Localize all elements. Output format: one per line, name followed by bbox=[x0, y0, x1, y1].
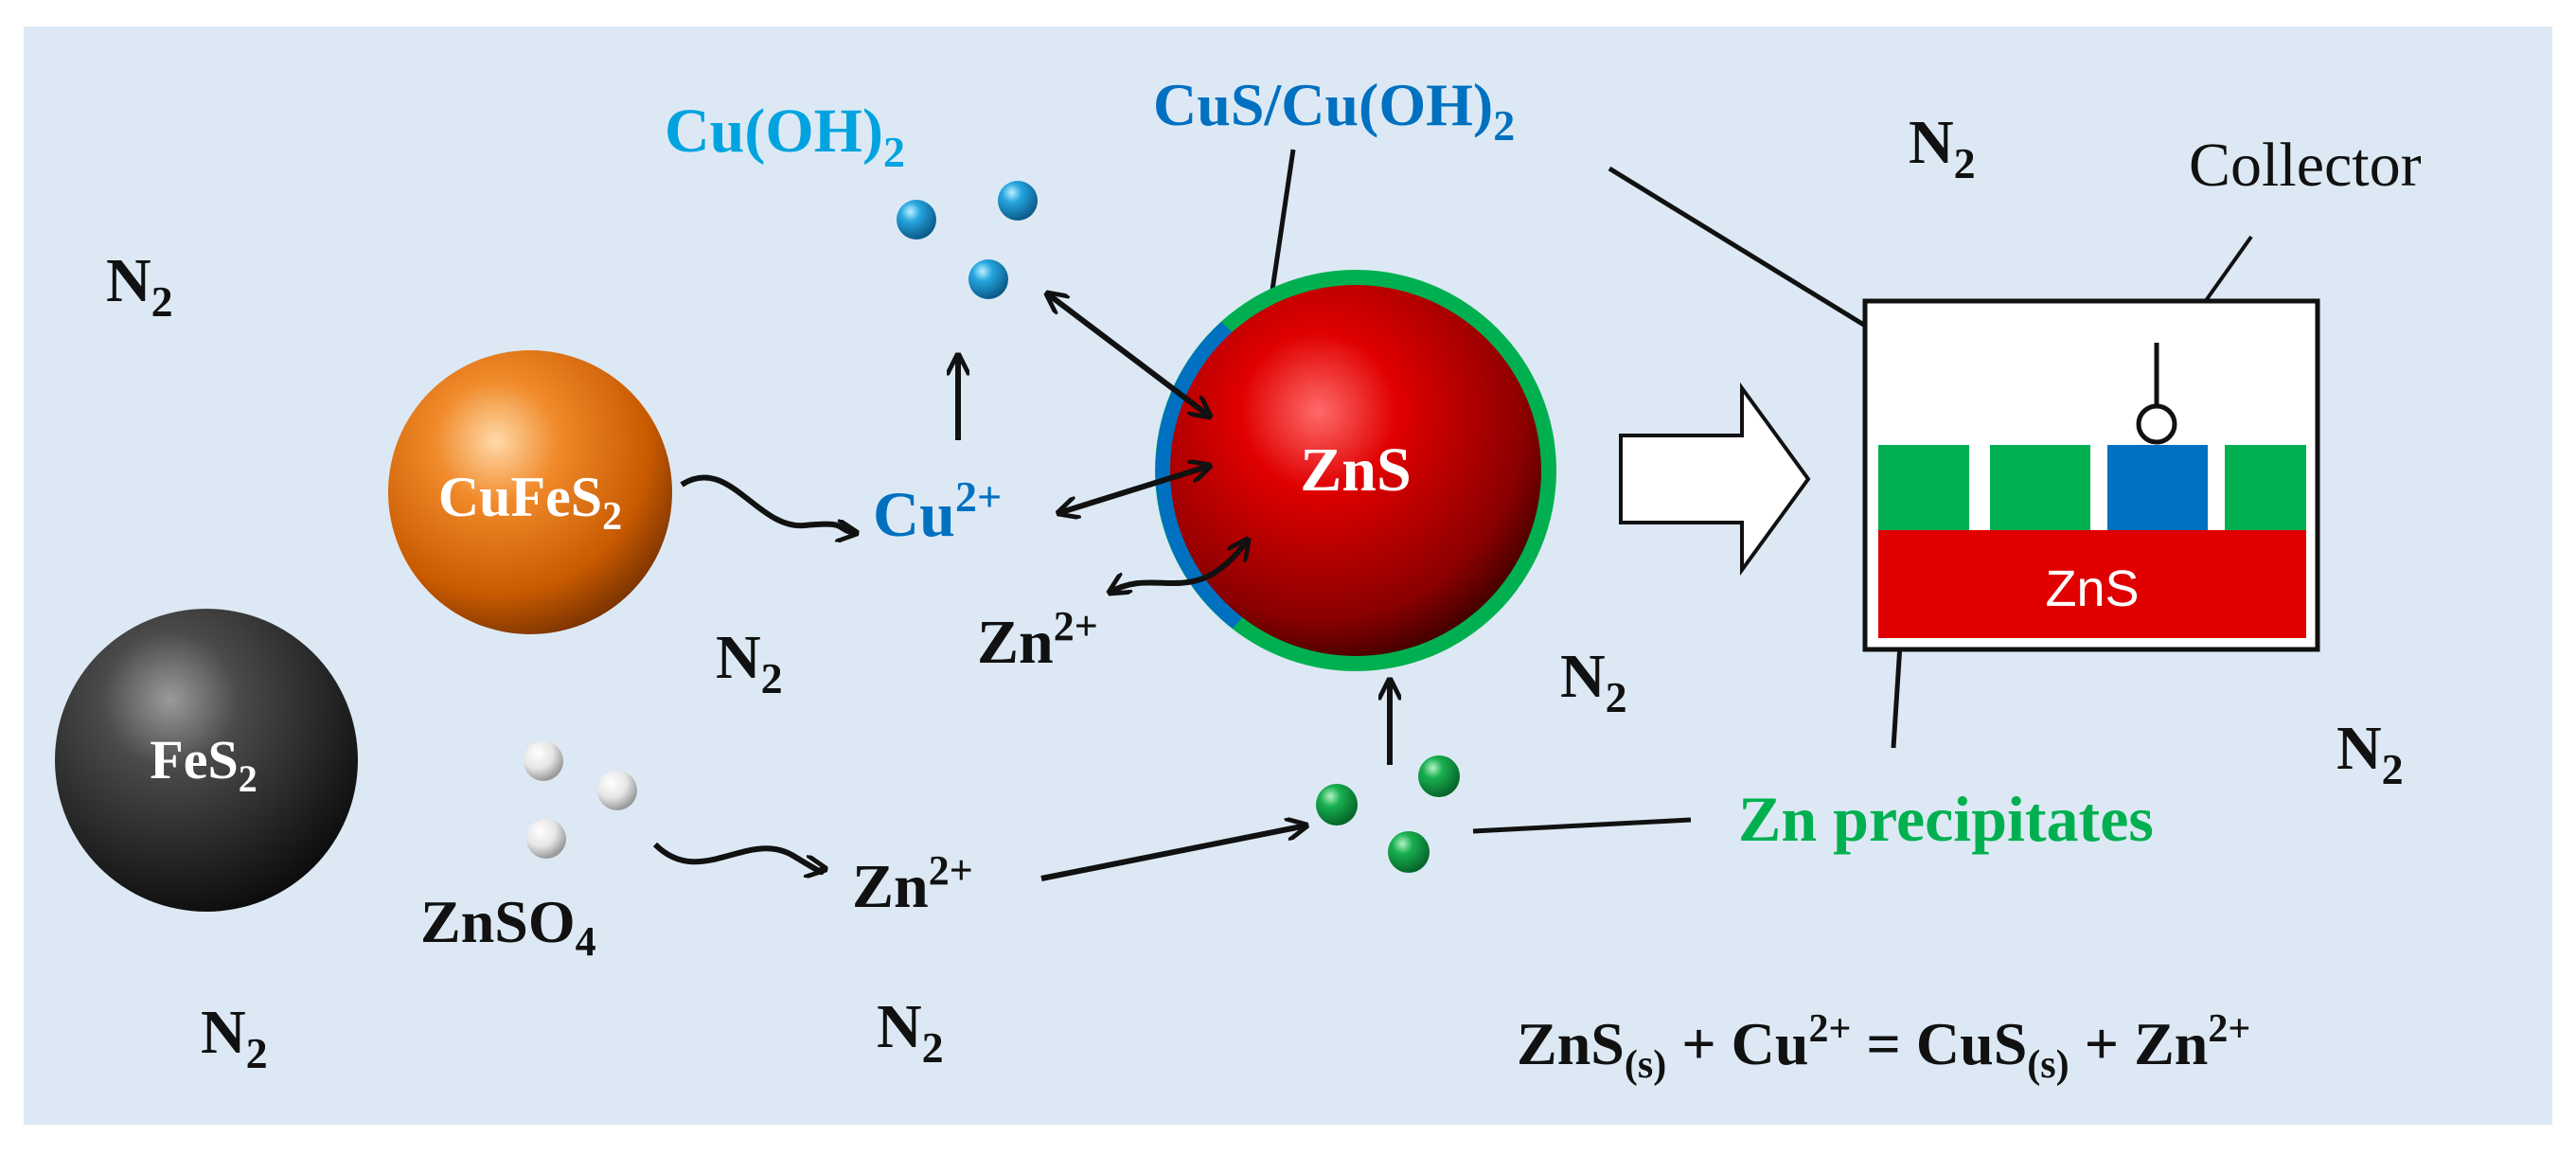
cuoh2-dot bbox=[968, 259, 1008, 299]
arrow-cu2-zns bbox=[1058, 466, 1210, 513]
n2-label: N2 bbox=[106, 246, 173, 326]
n2-label: N2 bbox=[1560, 642, 1627, 721]
n2-label: N2 bbox=[1909, 108, 1976, 187]
wavy-arrow-zn2-exchange bbox=[1110, 540, 1248, 593]
arrow-zn2-to-precipitates bbox=[1040, 826, 1306, 881]
zns-substrate-block bbox=[1878, 530, 2306, 638]
n2-label: N2 bbox=[201, 998, 268, 1077]
cuoh2-dot bbox=[897, 200, 936, 240]
zn-precipitate-block bbox=[2225, 445, 2306, 530]
n2-label: N2 bbox=[877, 992, 944, 1072]
zn-precipitate-block bbox=[1990, 445, 2090, 530]
cuoh2-dot bbox=[998, 181, 1038, 221]
zns-particle-label: ZnS bbox=[1300, 435, 1411, 505]
zn-precipitates-label: Zn precipitates bbox=[1738, 783, 2154, 855]
zn-precipitate-dot bbox=[1388, 831, 1430, 873]
cus-cuoh2-label: CuS/Cu(OH)2 bbox=[1153, 71, 1515, 150]
reaction-equation: ZnS(s) + Cu2+ = CuS(s) + Zn2+ bbox=[1517, 1007, 2250, 1087]
zn2plus-lower-label: Zn2+ bbox=[852, 847, 973, 921]
cuoh2-label: Cu(OH)2 bbox=[665, 97, 905, 176]
zn-precipitate-dot bbox=[1418, 755, 1460, 797]
wavy-arrow-znso4-zn2 bbox=[652, 842, 826, 872]
zns-substrate-label: ZnS bbox=[2045, 560, 2139, 617]
zns-particle bbox=[1170, 285, 1541, 656]
cufes2-label: CuFeS2 bbox=[438, 466, 622, 539]
znso4-dot bbox=[597, 771, 637, 810]
zn2plus-upper-label: Zn2+ bbox=[977, 603, 1098, 677]
wavy-arrow-cufes2-cu2 bbox=[680, 474, 857, 533]
collector-head bbox=[2136, 403, 2177, 445]
znso4-dot bbox=[524, 741, 563, 781]
zn-precipitate-dot bbox=[1316, 784, 1358, 826]
fes2-label: FeS2 bbox=[150, 729, 257, 800]
collector-label: Collector bbox=[2189, 131, 2422, 200]
process-block-arrow bbox=[1619, 382, 1811, 577]
arrow-cuoh2-zns bbox=[1047, 293, 1210, 417]
znso4-label: ZnSO4 bbox=[420, 888, 596, 965]
zn-precipitate-block bbox=[1878, 445, 1969, 530]
znso4-dot bbox=[526, 819, 566, 859]
n2-label: N2 bbox=[716, 623, 783, 702]
n2-label: N2 bbox=[2336, 714, 2404, 793]
cu2plus-label: Cu2+ bbox=[873, 472, 1002, 550]
precipitate-pointer-line-a bbox=[1472, 817, 1692, 834]
cufes2-particle bbox=[388, 350, 672, 634]
cus-block bbox=[2107, 445, 2208, 530]
fes2-particle bbox=[55, 609, 358, 912]
